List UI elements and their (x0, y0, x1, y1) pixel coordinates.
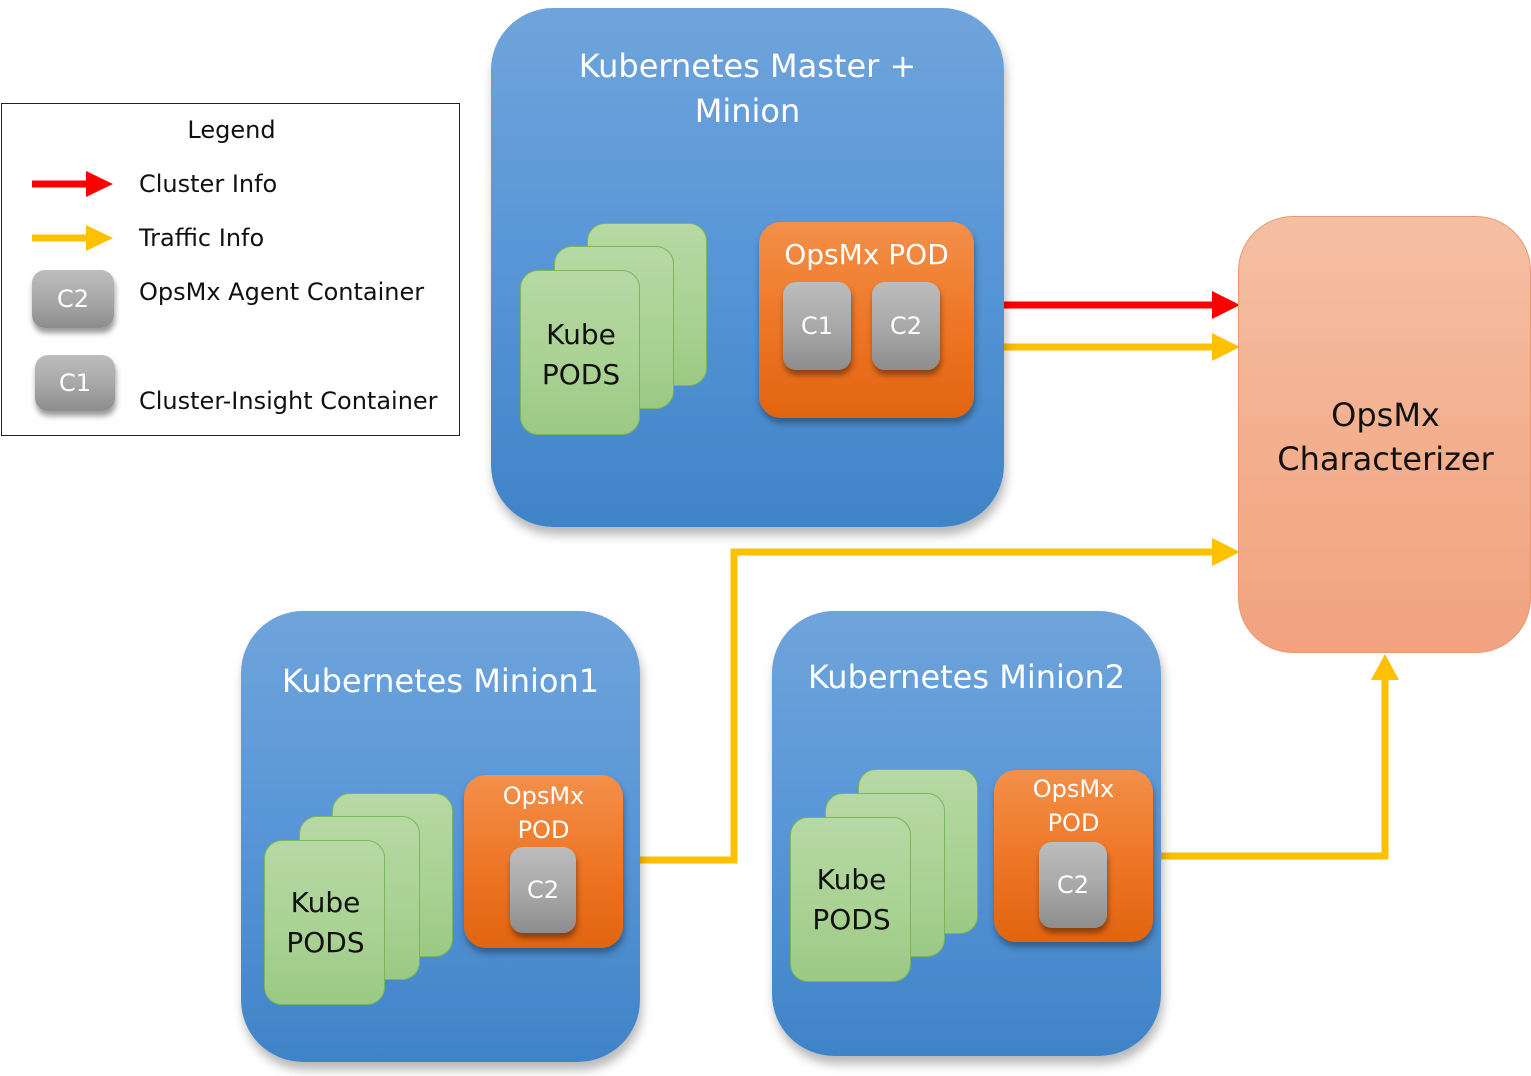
master-title-line1: Kubernetes Master + (578, 47, 917, 85)
kube-pod-stack-front: Kube PODS (520, 270, 640, 435)
kube-label-line1: Kube (816, 863, 887, 896)
opsmx-pod-title-line2: POD (517, 816, 570, 844)
legend-label-traffic-info: Traffic Info (139, 224, 265, 252)
opsmx-pod-title-line2: POD (1047, 809, 1100, 837)
legend-chip-c1: C1 (35, 355, 115, 411)
traffic-info-legend-arrow (32, 225, 113, 251)
container-c2: C2 (1039, 842, 1107, 928)
opsmx-pod-minion2: OpsMx POD C2 (994, 770, 1153, 942)
kube-label-line2: PODS (541, 358, 621, 391)
traffic-info-arrow-minion2 (1153, 654, 1399, 860)
opsmx-pod-title-line1: OpsMx (1032, 775, 1115, 803)
opsmx-pod-title-line1: OpsMx (502, 782, 585, 810)
container-c2: C2 (510, 847, 576, 933)
legend-label-cluster-insight-container: Cluster-Insight Container (139, 387, 438, 415)
cluster-info-legend-arrow (32, 171, 113, 197)
opsmx-pod-title: OpsMx POD (784, 238, 949, 271)
opsmx-pod-master: OpsMx POD C1 C2 (759, 222, 974, 418)
kube-label-line2: PODS (812, 903, 891, 936)
characterizer-label-line1: OpsMx (1331, 396, 1440, 434)
kube-label-line1: Kube (290, 886, 361, 919)
minion2-title: Kubernetes Minion2 (807, 658, 1126, 696)
legend-label-cluster-info: Cluster Info (139, 170, 278, 198)
node-minion2: Kubernetes Minion2 Kube PODS OpsMx POD C… (772, 611, 1161, 1056)
traffic-info-arrow-minion1 (623, 538, 1240, 864)
kube-pod-stack-front: Kube PODS (790, 817, 911, 982)
minion1-title: Kubernetes Minion1 (281, 662, 600, 700)
legend-chip-c2: C2 (32, 270, 114, 328)
legend-label-agent-container: OpsMx Agent Container (139, 278, 425, 306)
opsmx-characterizer: OpsMx Characterizer (1238, 216, 1531, 653)
kube-label-line1: Kube (546, 318, 616, 351)
master-title-line2: Minion (694, 92, 801, 130)
node-minion1: Kubernetes Minion1 Kube PODS OpsMx POD C… (241, 611, 640, 1062)
node-master: Kubernetes Master + Minion Kube PODS Ops… (491, 8, 1004, 527)
container-c2: C2 (872, 282, 940, 370)
kube-label-line2: PODS (286, 926, 365, 959)
kube-pod-stack-front: Kube PODS (264, 840, 385, 1005)
container-c1: C1 (783, 282, 851, 370)
legend: Legend Cluster Info Traffic Info C2 OpsM… (1, 103, 460, 436)
characterizer-label-line2: Characterizer (1277, 440, 1494, 478)
legend-title: Legend (187, 116, 276, 144)
opsmx-pod-minion1: OpsMx POD C2 (464, 775, 623, 948)
